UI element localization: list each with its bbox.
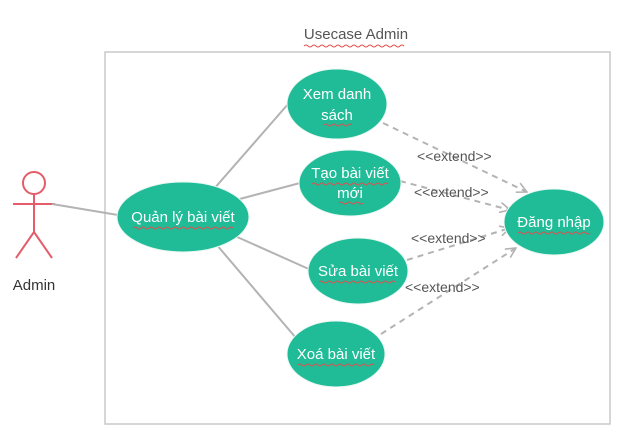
main-label-spellcheck-underline	[132, 226, 234, 230]
login-label-spellcheck-underline	[517, 231, 591, 235]
create-label-spellcheck-underline-1	[311, 182, 389, 186]
extend-label-view: <<extend>>	[417, 148, 492, 164]
actor-left-leg	[15, 231, 35, 259]
usecase-create-ellipse	[298, 149, 402, 217]
usecase-edit-label: Sửa bài viết	[318, 263, 399, 280]
usecase-delete-label: Xoá bài viết	[297, 346, 376, 363]
actor-head	[22, 171, 46, 195]
usecase-main-ellipse	[116, 181, 250, 253]
create-label-spellcheck-underline-2	[338, 201, 364, 205]
actor-label: Admin	[13, 277, 56, 294]
delete-label-spellcheck-underline	[297, 363, 375, 367]
usecase-delete-ellipse	[286, 320, 386, 388]
edit-label-spellcheck-underline	[318, 280, 396, 284]
diagram-title: Usecase Admin	[304, 26, 408, 43]
usecase-main-label: Quản lý bài viết	[131, 209, 235, 226]
title-spellcheck-underline	[303, 44, 405, 48]
usecase-view-ellipse	[286, 68, 388, 140]
association-main-edit	[225, 231, 312, 271]
extend-delete-login	[380, 248, 516, 335]
association-actor-main	[51, 203, 125, 217]
extend-label-delete: <<extend>>	[405, 279, 480, 295]
association-main-create	[235, 182, 301, 201]
system-boundary	[104, 51, 611, 425]
usecase-create-label-line1: Tạo bài viết	[311, 165, 389, 182]
actor-admin	[13, 171, 55, 259]
usecase-view-label-line1: Xem danh	[303, 86, 371, 103]
usecase-view-label-line2: sách	[321, 107, 353, 124]
extend-label-create: <<extend>>	[414, 184, 489, 200]
view-label-spellcheck-underline	[323, 123, 353, 127]
usecase-edit-ellipse	[307, 237, 409, 305]
actor-right-leg	[33, 231, 53, 259]
extend-label-edit: <<extend>>	[411, 230, 486, 246]
usecase-create-label-line2: mới	[337, 185, 363, 202]
usecase-login-ellipse	[503, 188, 605, 256]
extend-view-login	[382, 122, 527, 192]
extend-edit-login	[406, 228, 510, 261]
association-main-delete	[215, 243, 297, 339]
usecase-login-label: Đăng nhập	[517, 214, 590, 231]
association-main-view	[212, 102, 290, 191]
extend-create-login	[399, 180, 510, 210]
